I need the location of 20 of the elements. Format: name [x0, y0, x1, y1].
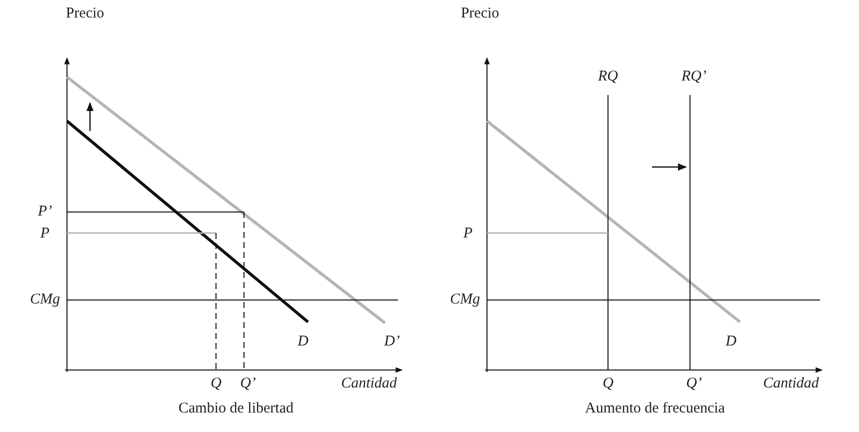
tick-label: CMg — [30, 292, 60, 308]
caption: Cambio de libertad — [178, 402, 294, 416]
tick-label: P — [40, 226, 50, 242]
axis-title: Precio — [66, 6, 104, 22]
curve-label: D’ — [384, 334, 400, 350]
axis-title: Cantidad — [763, 376, 819, 392]
curve-label: RQ — [598, 70, 618, 84]
tick-label: CMg — [450, 292, 480, 308]
axis-title: Cantidad — [341, 376, 397, 392]
curve-label: D — [726, 334, 736, 350]
axis-title: Precio — [460, 6, 500, 22]
curve-label: D — [298, 334, 308, 350]
tick-label: Q’ — [686, 376, 702, 392]
tick-label: P — [463, 226, 473, 242]
tick-label: Q — [210, 376, 222, 392]
tick-label: Q — [602, 376, 614, 392]
caption: Aumento de frecuencia — [585, 402, 725, 416]
tick-label: Q’ — [240, 376, 256, 392]
tick-label: P’ — [38, 204, 52, 220]
curve-label: RQ’ — [682, 70, 706, 84]
